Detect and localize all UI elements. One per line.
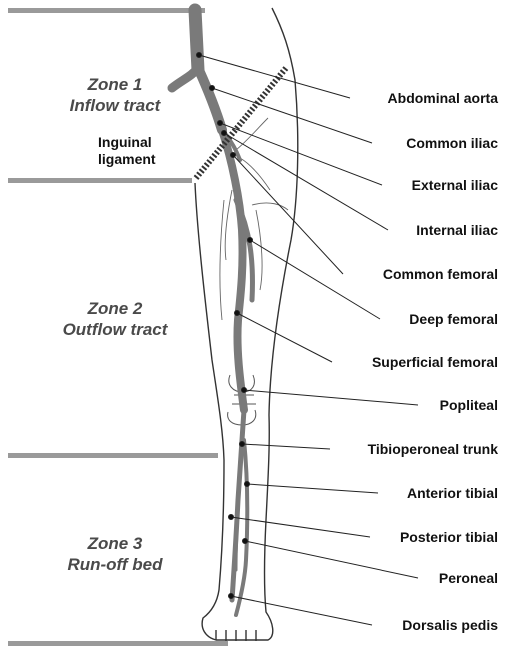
label-dorsalis-pedis: Dorsalis pedis (402, 617, 498, 633)
zone-3-title: Zone 3 Run-off bed (40, 533, 190, 575)
zone-divider-top (8, 8, 205, 13)
zone-2-title: Zone 2 Outflow tract (40, 298, 190, 340)
zone-1-desc: Inflow tract (40, 95, 190, 116)
label-popliteal: Popliteal (440, 397, 498, 413)
zone-1-name: Zone 1 (40, 74, 190, 95)
label-external-iliac: External iliac (412, 177, 498, 193)
zone-3-name: Zone 3 (40, 533, 190, 554)
inguinal-line-1: Inguinal (98, 134, 156, 151)
zone-2-name: Zone 2 (40, 298, 190, 319)
label-anterior-tibial: Anterior tibial (407, 485, 498, 501)
label-superficial-femoral: Superficial femoral (372, 354, 498, 370)
zone-1-title: Zone 1 Inflow tract (40, 74, 190, 116)
label-common-iliac: Common iliac (406, 135, 498, 151)
aorta-vessel (195, 10, 198, 70)
label-peroneal: Peroneal (439, 570, 498, 586)
label-abdominal-aorta: Abdominal aorta (388, 90, 498, 106)
label-common-femoral: Common femoral (383, 266, 498, 282)
femoral-vessel (222, 130, 244, 410)
inguinal-ligament-label: Inguinal ligament (98, 134, 156, 168)
label-posterior-tibial: Posterior tibial (400, 529, 498, 545)
zone-2-desc: Outflow tract (40, 319, 190, 340)
label-internal-iliac: Internal iliac (416, 222, 498, 238)
zone-divider-2-3 (8, 453, 218, 458)
label-tibioperoneal-trunk: Tibioperoneal trunk (368, 441, 498, 457)
zone-divider-1-2 (8, 178, 192, 183)
zone-divider-bottom (8, 641, 228, 646)
inguinal-line-2: ligament (98, 151, 156, 168)
zone-3-desc: Run-off bed (40, 554, 190, 575)
label-deep-femoral: Deep femoral (409, 311, 498, 327)
